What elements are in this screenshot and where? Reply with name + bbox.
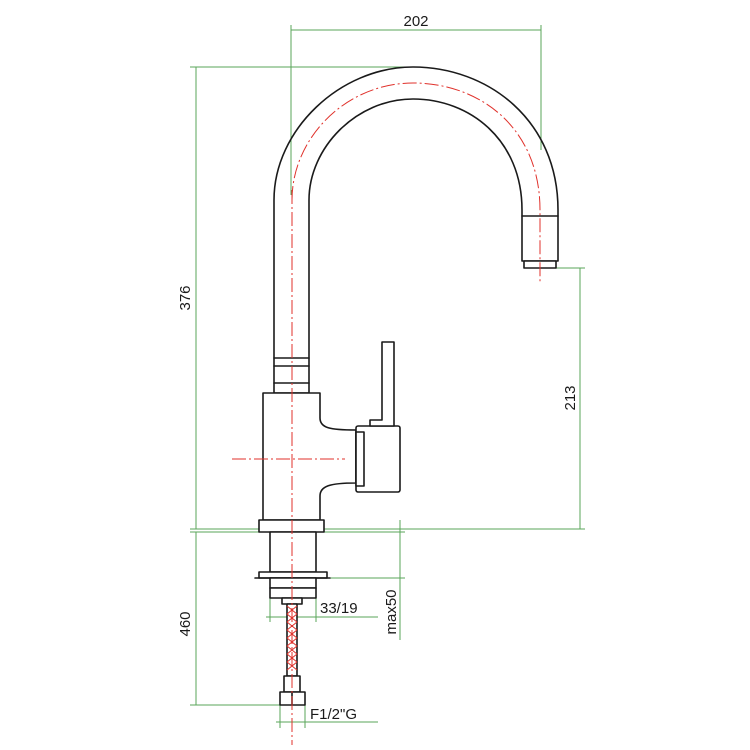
label-213: 213 bbox=[562, 385, 579, 410]
lever-housing-cap bbox=[355, 431, 365, 487]
dimension-lines bbox=[190, 25, 585, 728]
dimension-labels: 202 376 213 460 max50 33/19 F1/2"G bbox=[177, 13, 579, 723]
label-460: 460 bbox=[177, 611, 194, 636]
center-lines bbox=[232, 82, 541, 745]
spout-axis bbox=[291, 82, 541, 282]
label-33-19: 33/19 bbox=[320, 600, 358, 617]
label-202: 202 bbox=[403, 13, 428, 30]
label-max50: max50 bbox=[383, 589, 400, 634]
body-column bbox=[262, 392, 357, 521]
spout-outer-curve bbox=[273, 66, 559, 359]
fixing-nut-lower bbox=[269, 587, 317, 599]
fixing-nut bbox=[269, 577, 317, 589]
label-376: 376 bbox=[177, 285, 194, 310]
mounting-shank bbox=[269, 531, 317, 573]
faucet-body bbox=[254, 66, 559, 706]
spout-inner-curve bbox=[308, 98, 523, 359]
lever-handle bbox=[369, 341, 395, 427]
label-f1-2-g: F1/2"G bbox=[310, 706, 357, 723]
deck-washer bbox=[258, 571, 328, 579]
